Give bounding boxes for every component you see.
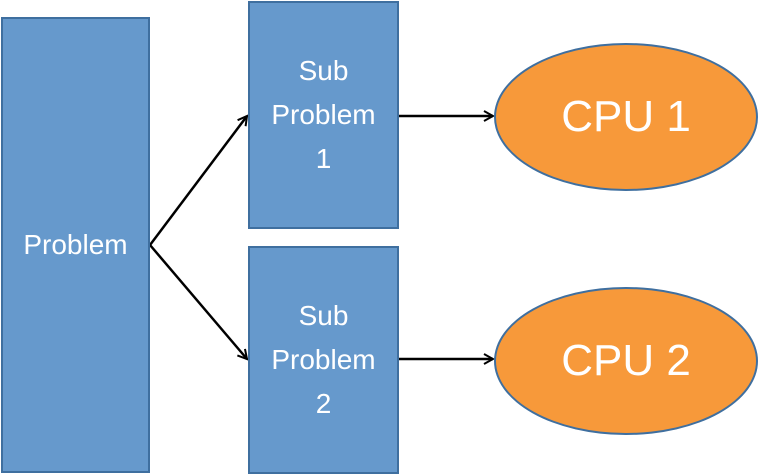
sub-problem-2-line-2: Problem (271, 344, 376, 375)
problem-box: Problem (1, 17, 150, 473)
sub-problem-1-line-1: Sub (298, 55, 349, 86)
sub-problem-1-box: Sub Problem 1 (248, 1, 399, 229)
problem-label: Problem (23, 229, 128, 260)
sub-problem-1-line-2: Problem (271, 99, 376, 130)
sub-problem-1-line-3: 1 (315, 143, 332, 174)
arrow-problem-to-sub1 (149, 116, 247, 246)
cpu-2-label: CPU 2 (561, 336, 691, 385)
cpu-1-label: CPU 1 (561, 92, 691, 141)
sub-problem-2-box: Sub Problem 2 (248, 246, 399, 474)
sub-problem-2-line-1: Sub (298, 300, 349, 331)
sub-problem-2-line-3: 2 (315, 388, 332, 419)
cpu-2-oval: CPU 2 (494, 287, 758, 435)
cpu-1-oval: CPU 1 (494, 43, 758, 191)
arrow-problem-to-sub2 (149, 244, 247, 359)
